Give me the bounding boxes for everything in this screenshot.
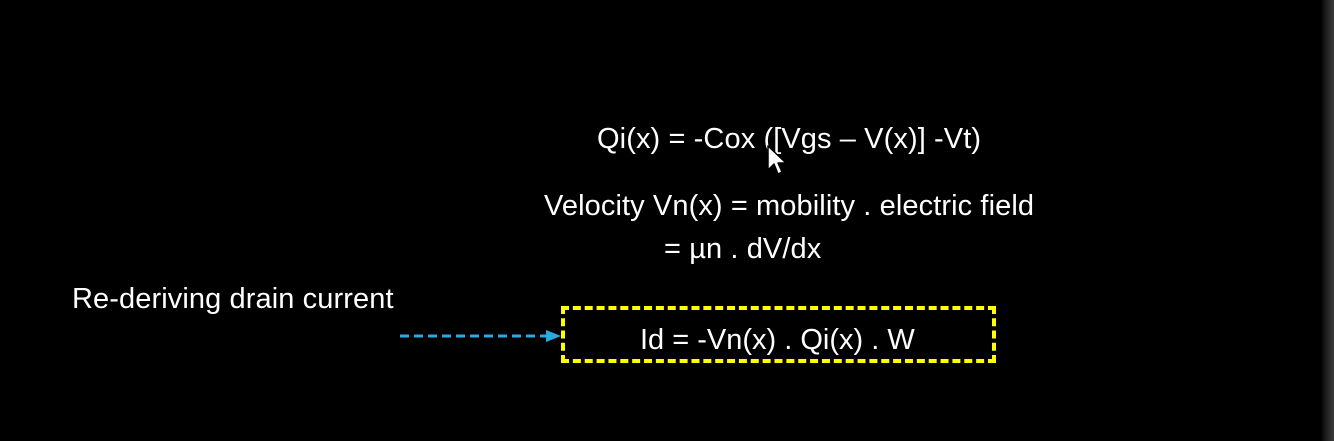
drain-current-highlight-box: Id = -Vn(x) . Qi(x) . W — [561, 306, 996, 363]
annotation-label: Re-deriving drain current — [72, 283, 394, 315]
window-edge — [1322, 0, 1334, 441]
inversion-charge-equation: Qi(x) = -Cox ([Vgs – V(x)] -Vt) — [597, 123, 982, 155]
drain-current-equation: Id = -Vn(x) . Qi(x) . W — [640, 324, 915, 356]
velocity-equation-line-1: Velocity Vn(x) = mobility . electric fie… — [544, 190, 1035, 222]
velocity-equation-line-2: = µn . dV/dx — [664, 233, 822, 265]
dashed-arrow-right-icon — [400, 330, 561, 342]
mouse-pointer-icon — [767, 145, 787, 175]
